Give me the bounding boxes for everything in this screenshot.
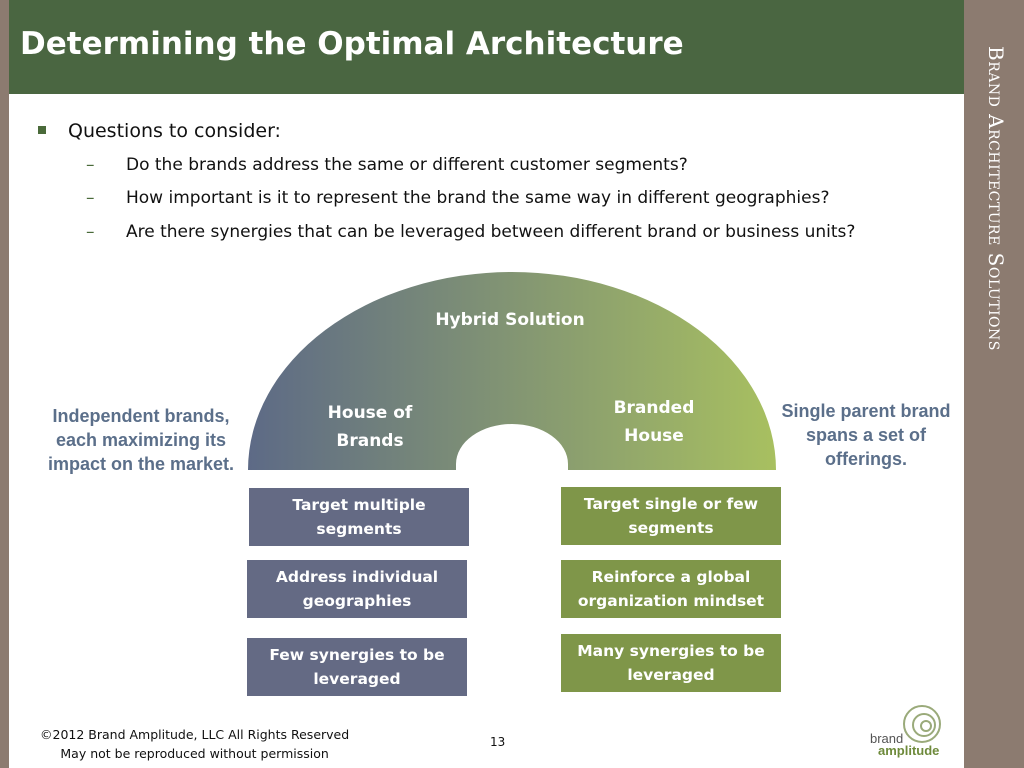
note-line: Independent brands, [52, 406, 230, 426]
branded-house-line: Branded [613, 398, 695, 418]
note-line: each maximizing its [55, 430, 227, 450]
box-line: segments [316, 520, 402, 538]
permission-line: May not be reproduced without permission [60, 746, 329, 761]
box-line: leveraged [627, 666, 715, 684]
brand-amplitude-logo-icon [903, 705, 941, 743]
dash-icon: – [86, 155, 95, 175]
dash-icon: – [86, 188, 95, 208]
note-line: impact on the market. [47, 454, 235, 474]
hybrid-arch-diagram [248, 272, 776, 470]
independent-brands-note: Independent brands, each maximizing its … [30, 404, 252, 476]
house-of-brands-trait-box: Address individual geographies [247, 560, 467, 618]
logo-wordmark-top: brand [870, 731, 904, 746]
note-line: Single parent brand [781, 401, 951, 421]
box-line: Many synergies to be [577, 642, 765, 660]
slide-title: Determining the Optimal Architecture [20, 26, 684, 62]
question-item: Do the brands address the same or differ… [126, 155, 688, 175]
question-item: How important is it to represent the bra… [126, 188, 830, 208]
bullet-square-icon [38, 126, 46, 134]
questions-heading: Questions to consider: [68, 120, 281, 142]
note-line: offerings. [824, 449, 907, 469]
box-line: Address individual [275, 568, 439, 586]
box-line: segments [628, 519, 714, 537]
hybrid-solution-label: Hybrid Solution [435, 310, 585, 330]
box-line: leveraged [313, 670, 401, 688]
right-frame-border [964, 0, 1024, 768]
page-number: 13 [490, 735, 506, 749]
box-line: geographies [302, 592, 412, 610]
branded-house-trait-box: Many synergies to be leveraged [561, 634, 781, 692]
branded-house-label: Branded House [584, 394, 724, 450]
question-item: Are there synergies that can be leverage… [126, 222, 856, 242]
copyright-line: ©2012 Brand Amplitude, LLC All Rights Re… [40, 727, 350, 742]
box-line: Reinforce a global [591, 568, 751, 586]
house-of-brands-line: Brands [336, 431, 404, 451]
box-line: Few synergies to be [269, 646, 445, 664]
single-parent-brand-note: Single parent brand spans a set of offer… [768, 399, 964, 471]
branded-house-trait-box: Target single or few segments [561, 487, 781, 545]
box-line: Target multiple [292, 496, 426, 514]
dash-icon: – [86, 222, 95, 242]
left-frame-border [0, 0, 9, 768]
house-of-brands-label: House of Brands [300, 399, 440, 455]
branded-house-trait-box: Reinforce a global organization mindset [561, 560, 781, 618]
logo-wordmark-bottom: amplitude [878, 743, 940, 758]
section-side-title: Brand Architecture Solutions [984, 46, 1008, 351]
note-line: spans a set of [805, 425, 927, 445]
box-line: organization mindset [577, 592, 765, 610]
house-of-brands-line: House of [327, 403, 413, 423]
house-of-brands-trait-box: Few synergies to be leveraged [247, 638, 467, 696]
box-line: Target single or few [583, 495, 759, 513]
copyright-notice: ©2012 Brand Amplitude, LLC All Rights Re… [40, 725, 349, 763]
house-of-brands-trait-box: Target multiple segments [249, 488, 469, 546]
branded-house-line: House [624, 426, 684, 446]
arch-shape [248, 272, 776, 470]
title-bar [9, 0, 964, 94]
